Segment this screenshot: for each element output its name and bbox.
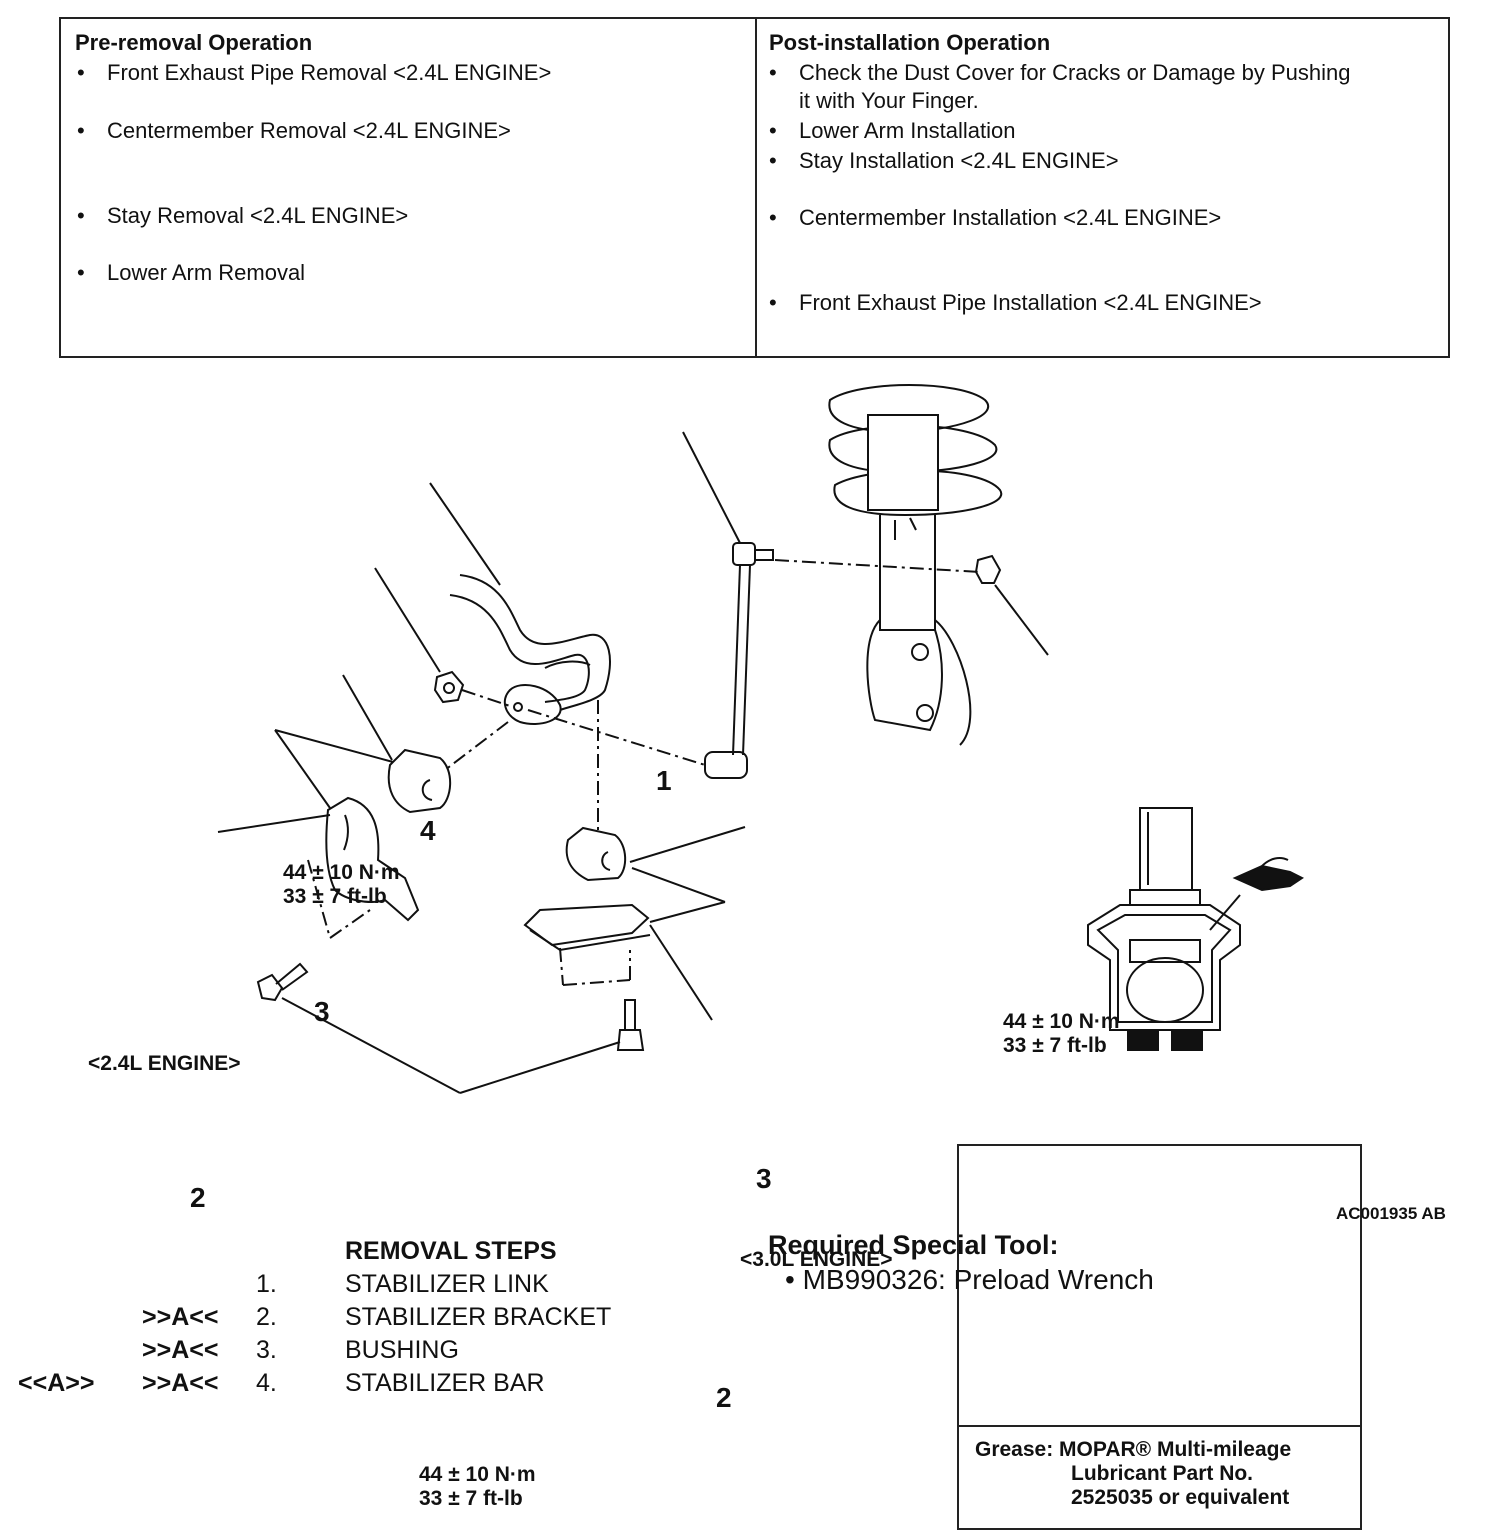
torque-nm-bottom: 44 ± 10 N·m [419, 1463, 536, 1486]
callout-1: 1 [656, 765, 672, 796]
removal-steps-heading: REMOVAL STEPS [345, 1237, 557, 1265]
bullet-icon: • [769, 118, 777, 143]
special-tool-name: MB990326: Preload Wrench [802, 1264, 1154, 1295]
bullet-icon: • [769, 205, 777, 230]
operations-table: Pre-removal Operation • Front Exhaust Pi… [59, 17, 1450, 358]
bullet-icon: • [769, 148, 777, 173]
bullet-icon: • [769, 290, 777, 315]
special-tool-heading: Required Special Tool: [768, 1230, 1059, 1260]
exploded-diagram: 1 2 3 4 2 3 <2.4L ENGINE> <3.0L ENGINE> … [0, 360, 1504, 1530]
divider [959, 1425, 1360, 1427]
special-tool-item: • MB990326: Preload Wrench [785, 1264, 1154, 1296]
bullet-icon: • [77, 260, 85, 285]
engine-30-label: <3.0L ENGINE> [740, 1248, 893, 1271]
callout-2-lower: 2 [716, 1382, 732, 1413]
alignment-lines [307, 559, 981, 986]
torque-ftlb-bottom: 33 ± 7 ft-lb [419, 1487, 523, 1510]
bullet-icon: • [77, 118, 85, 143]
torque-ftlb-upper-left: 33 ± 7 ft-lb [283, 885, 387, 908]
bullet-icon: • [77, 60, 85, 85]
grease-line-3: 2525035 or equivalent [1071, 1486, 1290, 1509]
grease-callout-box: Grease: MOPAR® Multi-mileage Lubricant P… [957, 1144, 1362, 1530]
bushings [342, 674, 746, 882]
brackets [217, 796, 713, 1021]
grease-line-2: Lubricant Part No. [1071, 1462, 1254, 1485]
bullet-icon: • [785, 1264, 795, 1295]
stabilizer-link [682, 431, 774, 779]
stabilizer-bar [429, 482, 611, 725]
torque-ftlb-right: 33 ± 7 ft-lb [1003, 1034, 1107, 1057]
bullet-icon: • [769, 60, 777, 85]
bullet-icon: • [77, 203, 85, 228]
callout-2: 2 [190, 1182, 206, 1213]
post-installation-heading: Post-installation Operation [769, 30, 1051, 55]
callout-3-lower: 3 [756, 1163, 772, 1194]
step-row: 1. STABILIZER LINK [256, 1270, 549, 1298]
pre-removal-heading: Pre-removal Operation [75, 30, 313, 55]
strut-assembly [828, 384, 1003, 746]
torque-nm-upper-left: 44 ± 10 N·m [283, 861, 400, 884]
ball-joint-illustration [1087, 807, 1304, 1051]
table-divider [755, 19, 757, 356]
diagram-drawing [217, 384, 1304, 1094]
torque-nm-right: 44 ± 10 N·m [1003, 1010, 1120, 1033]
step-row: >>A<< 2. STABILIZER BRACKET [142, 1303, 612, 1331]
figure-id: AC001935 AB [1336, 1204, 1446, 1223]
step-row: >>A<< 3. BUSHING [142, 1336, 459, 1364]
callout-3: 3 [314, 996, 330, 1027]
grease-line-1: Grease: MOPAR® Multi-mileage [975, 1438, 1292, 1461]
step-row: <<A>> >>A<< 4. STABILIZER BAR [18, 1369, 545, 1397]
engine-24-label: <2.4L ENGINE> [88, 1052, 241, 1075]
leader-lines [274, 729, 726, 1094]
callout-4: 4 [420, 815, 436, 846]
nuts [374, 554, 1049, 704]
